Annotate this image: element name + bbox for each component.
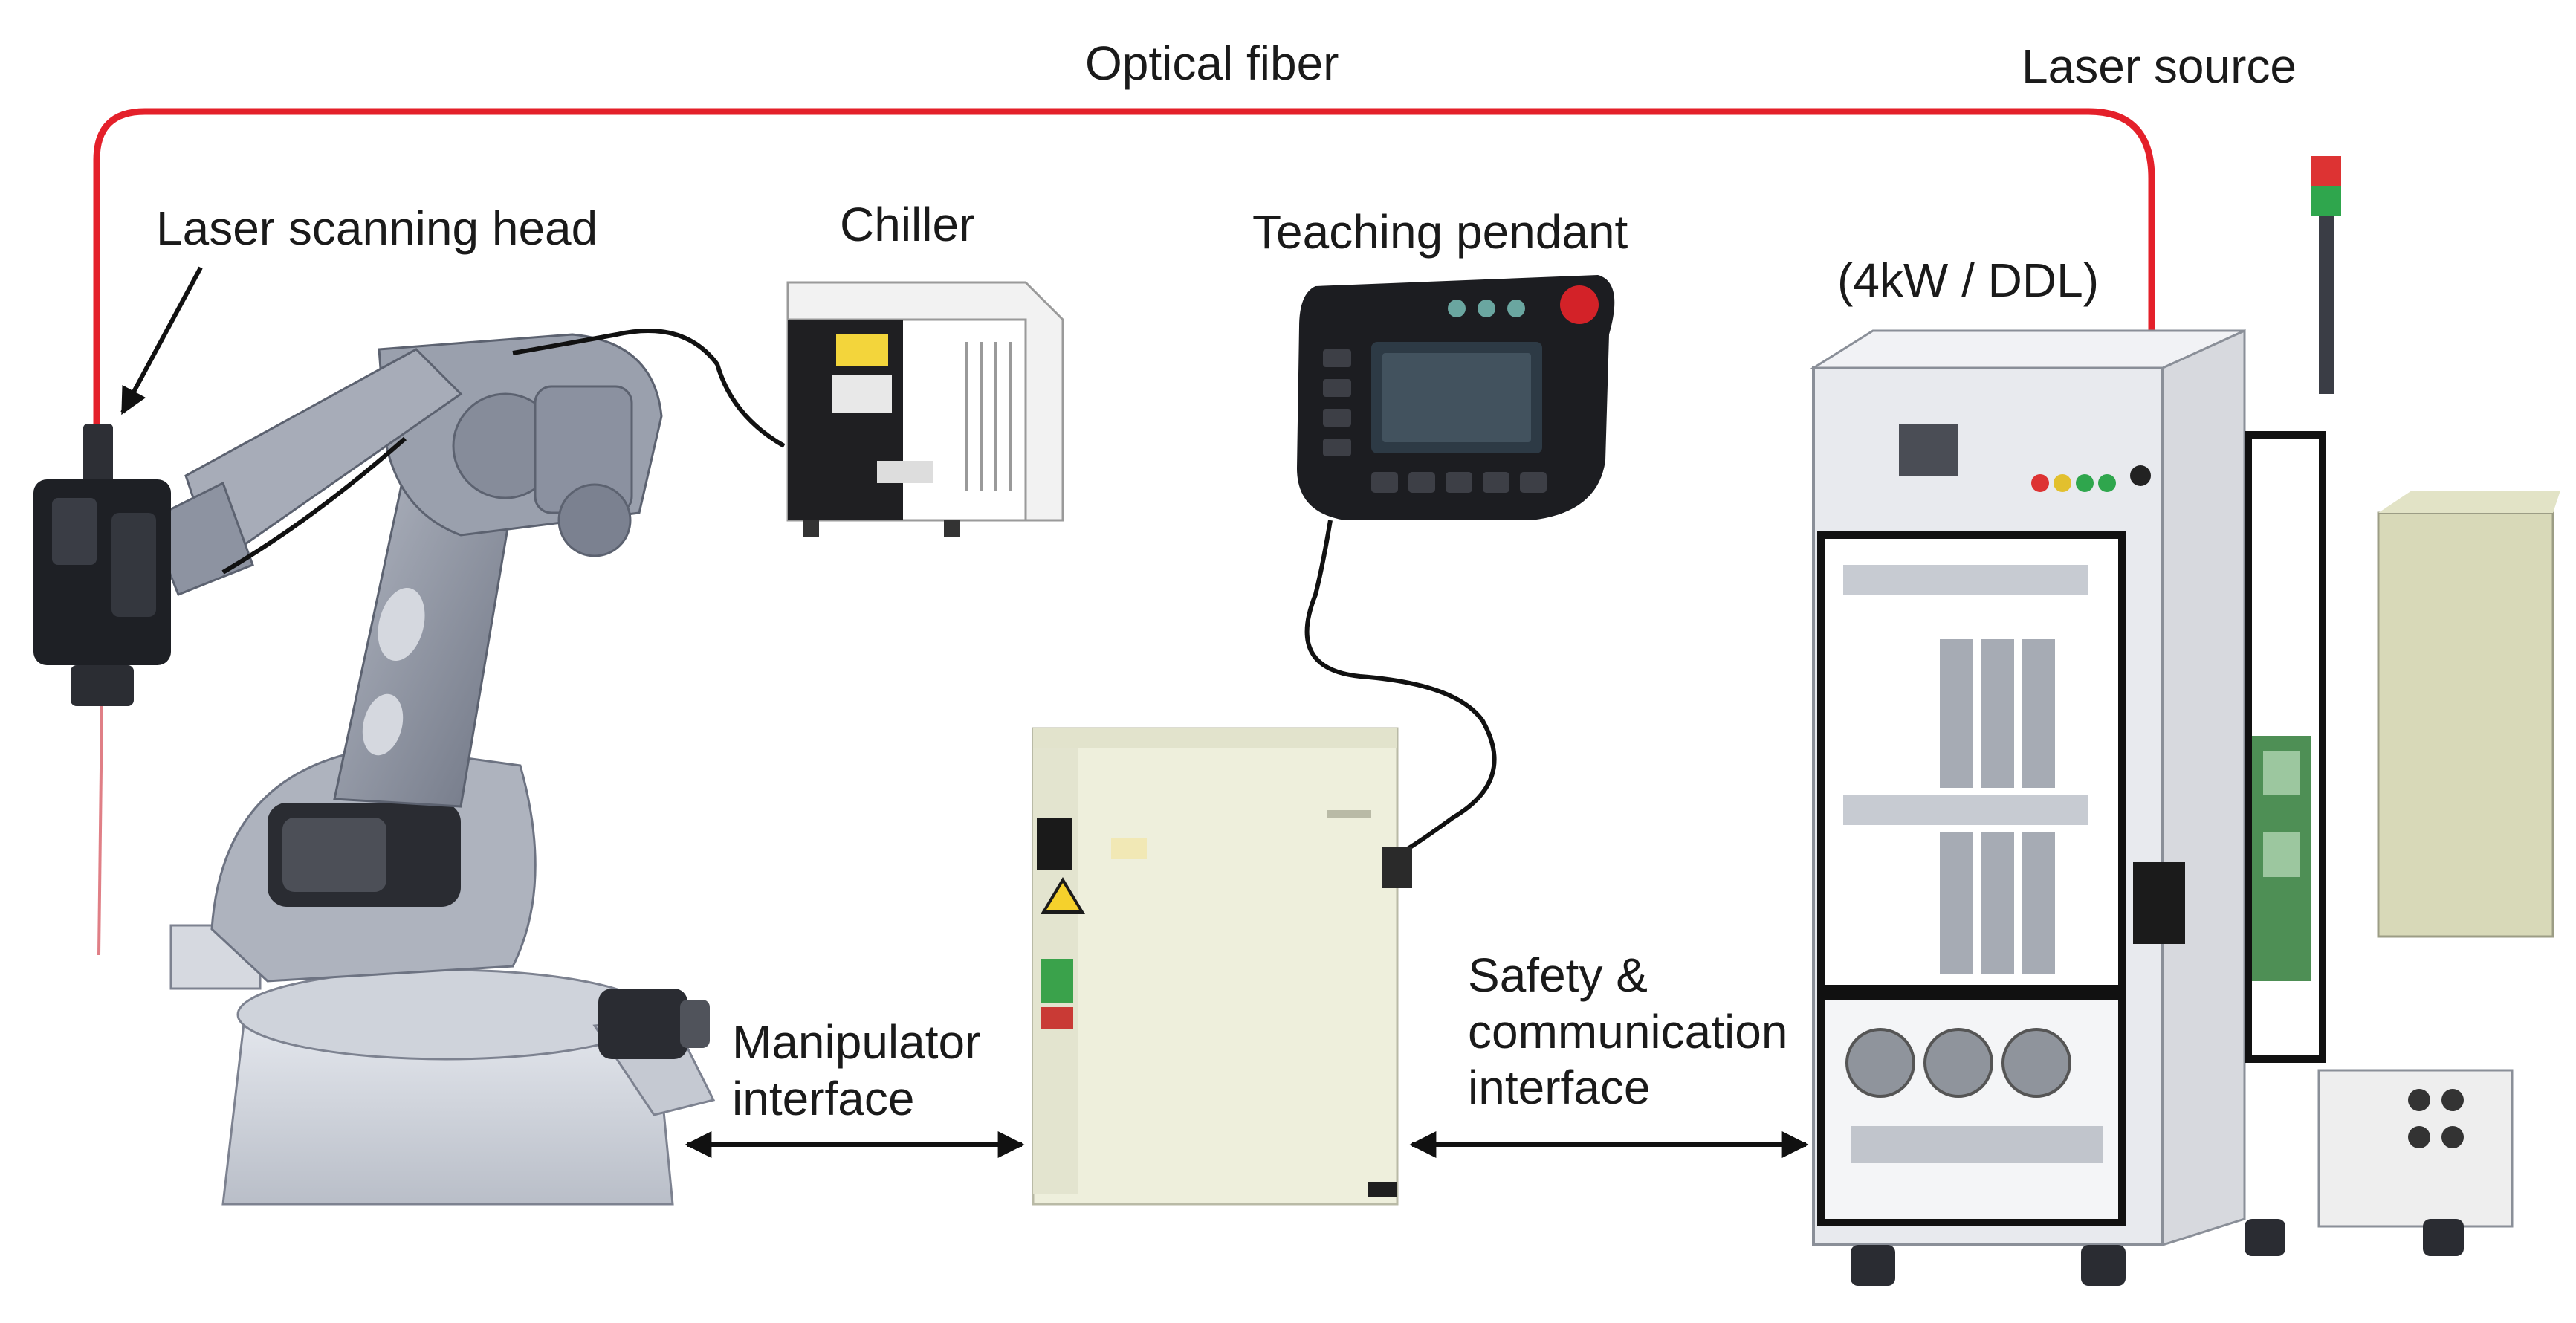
safety-interface-line-1: Safety &	[1468, 948, 1648, 1002]
manipulator-interface-line-1: Manipulator	[732, 1015, 981, 1069]
chiller-cable-2	[221, 436, 407, 575]
manipulator-interface-label: Manipulator interface	[732, 1015, 980, 1127]
chiller-cable	[512, 329, 786, 448]
laser-scanning-head-label: Laser scanning head	[156, 201, 598, 255]
laser-scanning-head	[33, 424, 171, 956]
scanning-head-pointer	[120, 266, 203, 415]
teaching-pendant-device	[1297, 275, 1615, 520]
optical-fiber-label: Optical fiber	[1085, 36, 1339, 90]
laser-source-label: Laser source	[2022, 39, 2297, 93]
robot-manipulator	[147, 333, 716, 1206]
safety-interface-line-3: interface	[1468, 1061, 1651, 1115]
chiller-unit	[786, 281, 1064, 537]
manipulator-interface-line-2: interface	[732, 1071, 915, 1125]
safety-interface-line-2: communication	[1468, 1004, 1788, 1058]
optical-fiber-line	[93, 108, 2155, 439]
teaching-pendant-label: Teaching pendant	[1252, 205, 1628, 259]
chiller-label: Chiller	[840, 198, 975, 251]
robot-controller	[1032, 727, 1412, 1206]
laser-source-cabinet	[1809, 156, 2560, 1286]
laser-power-label: (4kW / DDL)	[1837, 253, 2099, 307]
safety-communication-interface-label: Safety & communication interface	[1468, 948, 1787, 1116]
